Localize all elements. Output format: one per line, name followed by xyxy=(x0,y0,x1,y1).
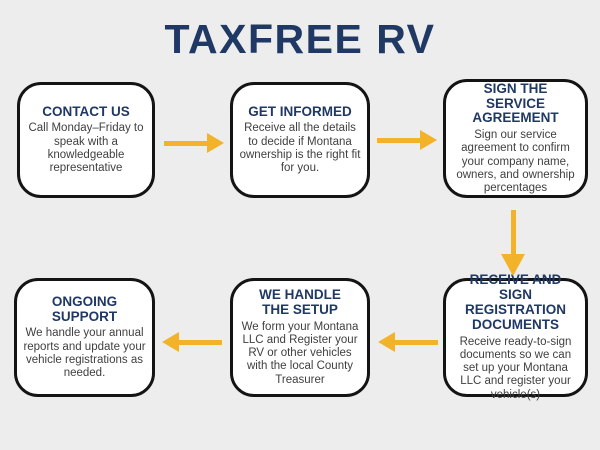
step-body: We form your Montana LLC and Register yo… xyxy=(241,320,359,386)
step-heading: SIGN THE SERVICE AGREEMENT xyxy=(472,80,559,126)
arrow-right-icon xyxy=(377,130,437,150)
step-heading: ONGOING SUPPORT xyxy=(51,293,118,324)
step-box-sign-service-agreement: SIGN THE SERVICE AGREEMENT Sign our serv… xyxy=(443,79,588,198)
step-box-ongoing-support: ONGOING SUPPORT We handle your annual re… xyxy=(14,278,155,397)
arrow-down-icon xyxy=(501,210,525,276)
arrow-shaft xyxy=(179,339,222,345)
step-body: Call Monday–Friday to speak with a knowl… xyxy=(28,122,144,175)
arrow-shaft xyxy=(395,339,438,345)
arrow-head xyxy=(501,254,525,276)
arrow-left-icon xyxy=(378,332,438,352)
arrow-head xyxy=(420,130,437,150)
step-heading: GET INFORMED xyxy=(248,103,352,119)
step-heading: CONTACT US xyxy=(42,103,130,119)
arrow-head xyxy=(207,133,224,153)
arrow-shaft xyxy=(164,140,207,146)
step-heading: RECEIVE AND SIGN REGISTRATION DOCUMENTS xyxy=(465,272,566,332)
arrow-right-icon xyxy=(164,133,224,153)
arrow-shaft xyxy=(510,210,516,254)
step-body: Sign our service agreement to confirm yo… xyxy=(456,129,575,195)
step-body: Receive all the details to decide if Mon… xyxy=(239,122,361,175)
arrow-head xyxy=(162,332,179,352)
arrow-shaft xyxy=(377,137,420,143)
step-body: Receive ready-to-sign documents so we ca… xyxy=(459,335,572,401)
step-body: We handle your annual reports and update… xyxy=(23,327,146,380)
step-heading: WE HANDLE THE SETUP xyxy=(259,287,341,317)
arrow-left-icon xyxy=(162,332,222,352)
arrow-head xyxy=(378,332,395,352)
step-box-contact-us: CONTACT US Call Monday–Friday to speak w… xyxy=(17,82,155,198)
step-box-we-handle-the-setup: WE HANDLE THE SETUP We form your Montana… xyxy=(230,278,370,397)
step-box-receive-sign-registration-documents: RECEIVE AND SIGN REGISTRATION DOCUMENTS … xyxy=(443,272,588,401)
step-box-get-informed: GET INFORMED Receive all the details to … xyxy=(230,82,370,198)
page-title: TAXFREE RV xyxy=(164,16,436,62)
